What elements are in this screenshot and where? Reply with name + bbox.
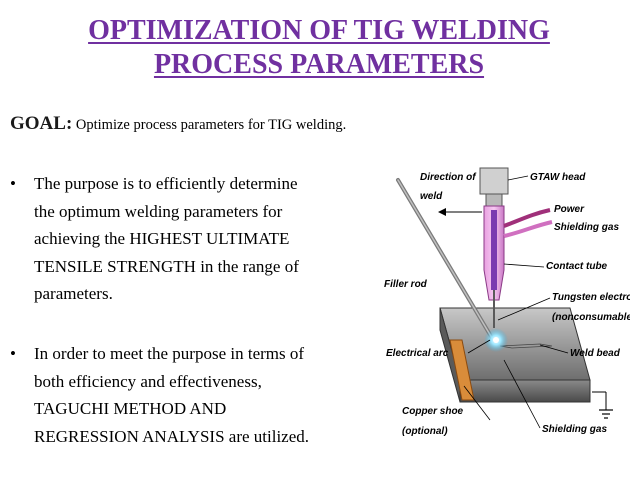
label-nonconsumable: (nonconsumable) [552,312,630,323]
goal-text: Optimize process parameters for TIG weld… [75,117,347,133]
bullet-marker: • [10,174,16,193]
label-power: Power [554,204,585,215]
label-shielding-gas-top: Shielding gas [554,222,619,233]
bullet-line: The purpose is to efficiently determine [34,174,298,193]
label-copper-shoe: Copper shoe [402,406,464,417]
bullet-line: In order to meet the purpose in terms of [34,344,305,363]
label-tungsten-electrode: Tungsten electrode [552,292,630,303]
bullet-text: In order to meet the purpose in terms of… [34,340,365,450]
label-gtaw-head: GTAW head [530,172,586,183]
label-direction-of: Direction of [420,172,477,183]
tig-welding-diagram: Direction of weld GTAW head Power Shield… [384,167,630,437]
ground-symbol [592,391,613,419]
bullet-method: • In order to meet the purpose in terms … [10,340,365,450]
goal-label: GOAL: [10,113,73,134]
label-weld-bead: Weld bead [570,348,621,359]
bullet-line: parameters. [34,284,113,303]
bullet-line: both efficiency and effectiveness, [34,371,262,391]
label-electrical-arc: Electrical arc [386,348,449,359]
bullet-line: achieving the HIGHEST ULTIMATE [34,229,290,248]
title-line-1: OPTIMIZATION OF TIG WELDING [88,15,550,46]
weld-bead [499,343,553,349]
label-shielding-gas-bottom: Shielding gas [542,424,607,435]
direction-arrow [438,208,482,216]
bullet-line: the optimum welding parameters for [34,201,283,221]
copper-shoe [449,339,475,401]
bullet-marker: • [10,344,16,363]
label-contact-tube: Contact tube [546,261,608,272]
label-weld: weld [420,191,443,202]
goal-statement: GOAL: Optimize process parameters for TI… [10,112,360,137]
slide-title: OPTIMIZATION OF TIG WELDING PROCESS PARA… [0,14,638,82]
bullet-text: The purpose is to efficiently determine … [34,170,365,308]
bullet-line: TAGUCHI METHOD AND [34,399,227,418]
bullet-line: TENSILE STRENGTH in the range of [34,256,299,276]
bullet-purpose: • The purpose is to efficiently determin… [10,170,365,308]
title-line-2: PROCESS PARAMETERS [153,49,485,80]
gtaw-torch [479,167,553,328]
workpiece-plate [439,307,591,403]
label-optional: (optional) [402,426,448,437]
label-filler-rod: Filler rod [384,279,428,290]
leader-lines [463,175,569,429]
bullet-line: REGRESSION ANALYSIS are utilized. [34,426,310,446]
